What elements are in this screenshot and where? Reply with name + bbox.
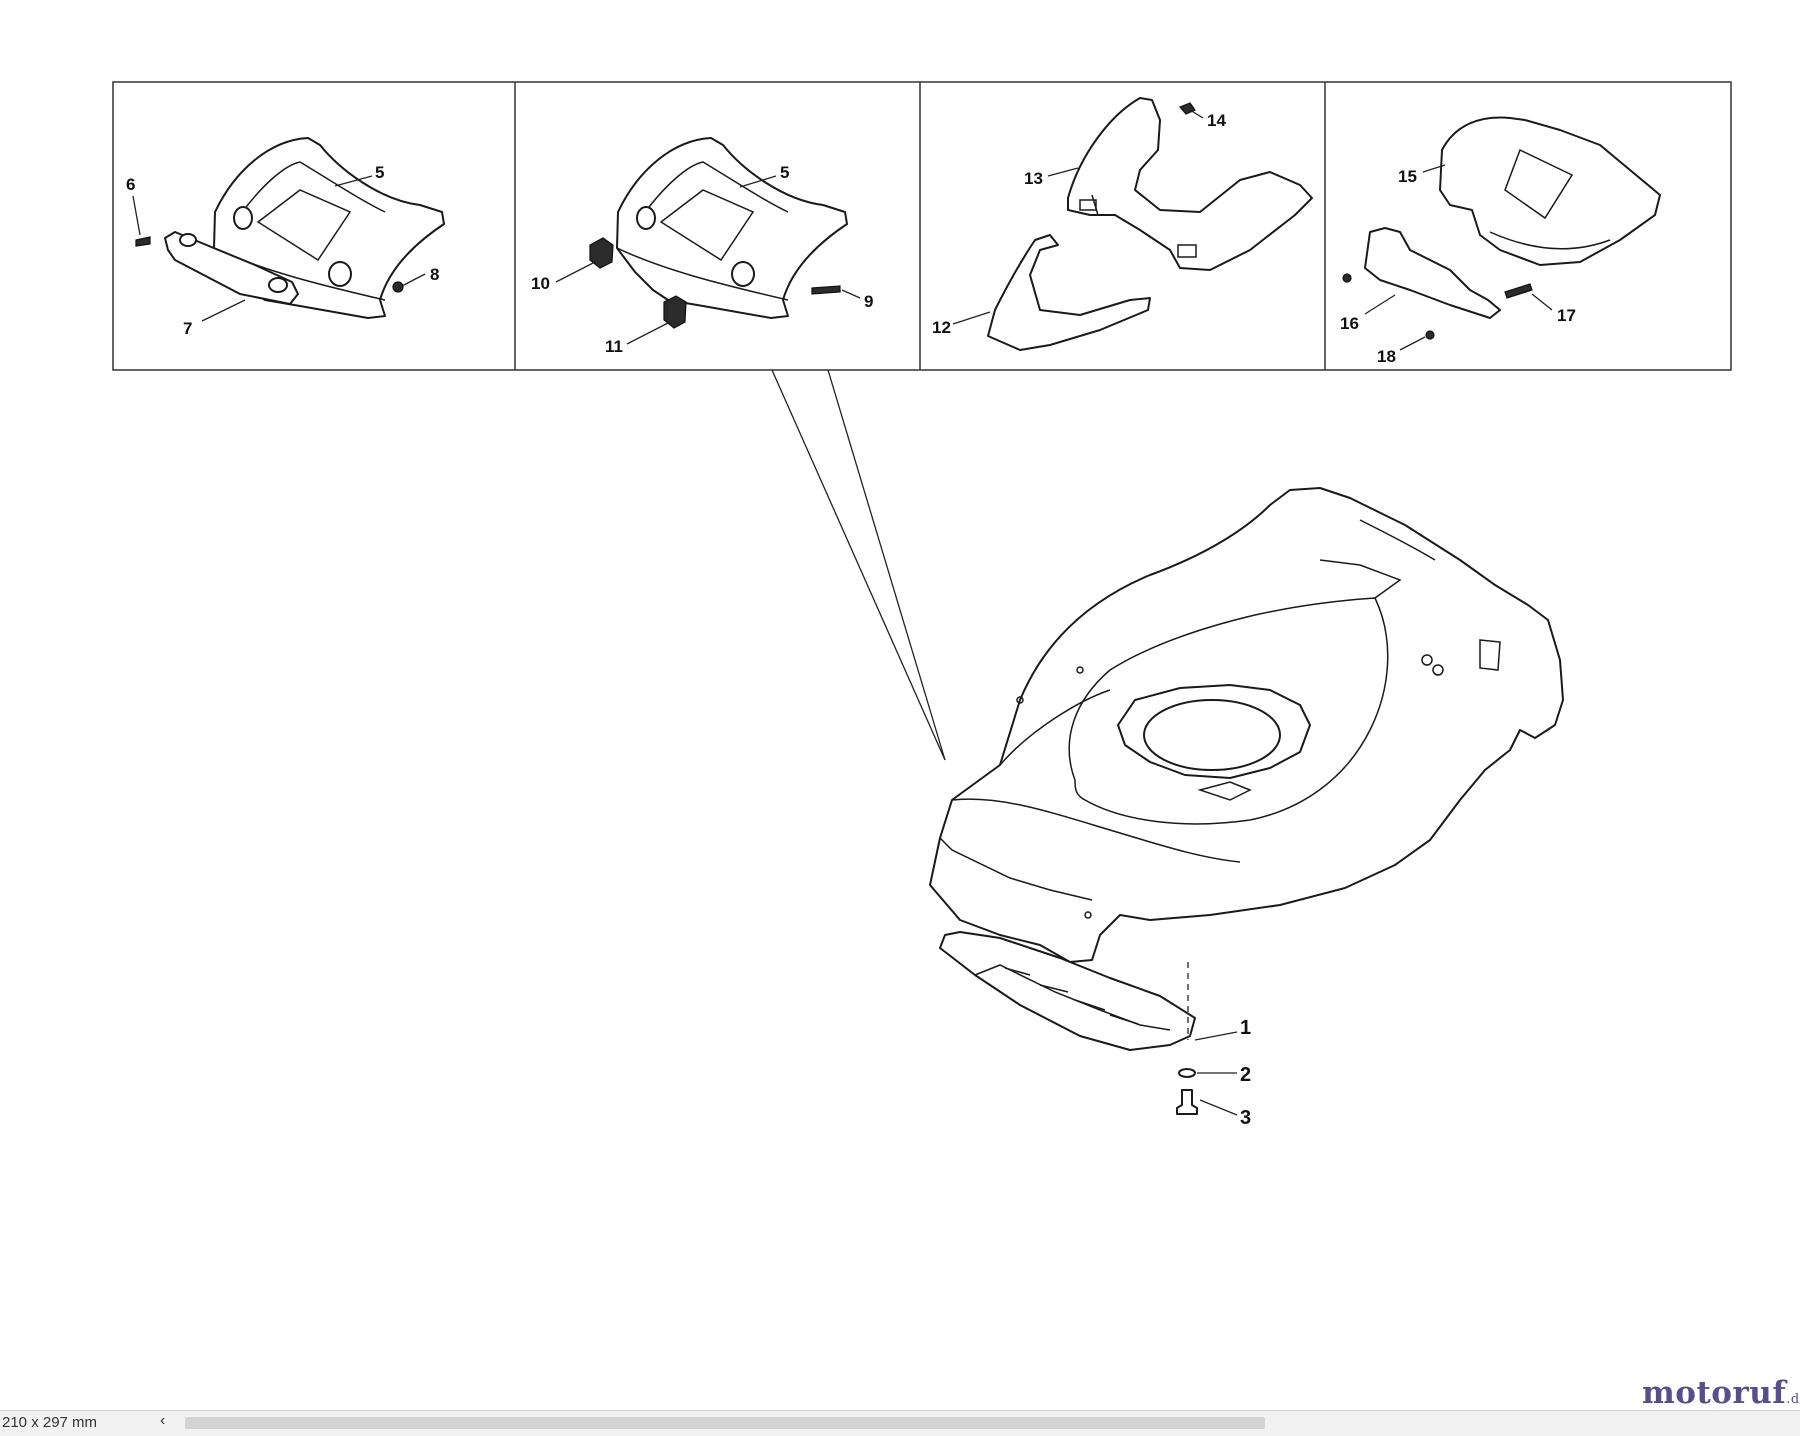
deck-motor-opening — [1143, 699, 1281, 771]
callout-11: 11 — [605, 337, 623, 356]
hinge-hole-right — [328, 261, 352, 287]
nut-part-18 — [1425, 330, 1435, 340]
scroll-left-button[interactable]: ‹ — [160, 1412, 166, 1429]
callout-18: 18 — [1377, 347, 1396, 366]
nut-part-18-top — [1342, 273, 1352, 283]
washer-part-2 — [1178, 1068, 1196, 1078]
screw-part-17 — [1504, 283, 1533, 299]
screw-part-9 — [811, 285, 841, 295]
detail-panels — [112, 81, 1732, 371]
clip-part-11 — [663, 295, 687, 329]
callout-3: 3 — [1240, 1107, 1251, 1129]
detail-panels-frame — [112, 81, 1732, 371]
nut-part-8 — [392, 281, 404, 293]
horizontal-scrollbar[interactable] — [185, 1417, 1265, 1429]
status-bar: 210 x 297 mm ‹ — [0, 1410, 1800, 1436]
watermark-tld: .de — [1786, 1392, 1800, 1407]
watermark-brand: motoruf — [1642, 1375, 1787, 1411]
callout-14: 14 — [1207, 111, 1226, 130]
panel-3-mulch-kit — [952, 97, 1313, 351]
mulch-plug-part-12 — [987, 234, 1151, 351]
callout-2: 2 — [1240, 1064, 1251, 1086]
callout-12: 12 — [932, 318, 951, 337]
callout-8: 8 — [430, 265, 439, 284]
callout-13: 13 — [1024, 169, 1043, 188]
callout-6: 6 — [126, 175, 135, 194]
callouts: 5 6 8 7 5 10 9 11 14 13 12 15 16 17 18 1… — [126, 111, 1576, 1129]
callout-10: 10 — [531, 274, 550, 293]
callout-16: 16 — [1340, 314, 1359, 333]
brand-watermark: motoruf.de — [1642, 1375, 1800, 1411]
skid-plate-assembly — [939, 931, 1238, 1116]
hinge-hole-left — [233, 206, 253, 230]
rear-cover-part-5b — [616, 137, 848, 319]
bolt-part-3 — [1176, 1089, 1198, 1115]
callout-5b: 5 — [780, 163, 789, 182]
panel-2-rear-flap — [555, 137, 861, 345]
skid-plate-part-1 — [939, 931, 1196, 1051]
callout-9: 9 — [864, 292, 873, 311]
mulch-cover-part-13 — [1067, 97, 1313, 271]
parts-diagram: 5 6 8 7 5 10 9 11 14 13 12 15 16 17 18 1… — [112, 81, 1732, 1129]
screw-part-6 — [135, 236, 151, 247]
support-part-16 — [1364, 227, 1501, 319]
panel-4-rear-cover — [1342, 116, 1661, 351]
rear-cover-part-15 — [1439, 116, 1661, 266]
flap-rail-part-7 — [164, 231, 299, 305]
callout-15: 15 — [1398, 167, 1417, 186]
panel-1-rear-flap — [132, 137, 445, 322]
mower-deck-part — [929, 487, 1564, 963]
page-size-label: 210 x 297 mm — [2, 1414, 98, 1431]
callout-7: 7 — [183, 319, 192, 338]
clip-part-10 — [589, 237, 614, 269]
zoom-pointer — [771, 369, 946, 761]
callout-5a: 5 — [375, 163, 384, 182]
callout-1: 1 — [1240, 1017, 1251, 1039]
callout-17: 17 — [1557, 306, 1576, 325]
